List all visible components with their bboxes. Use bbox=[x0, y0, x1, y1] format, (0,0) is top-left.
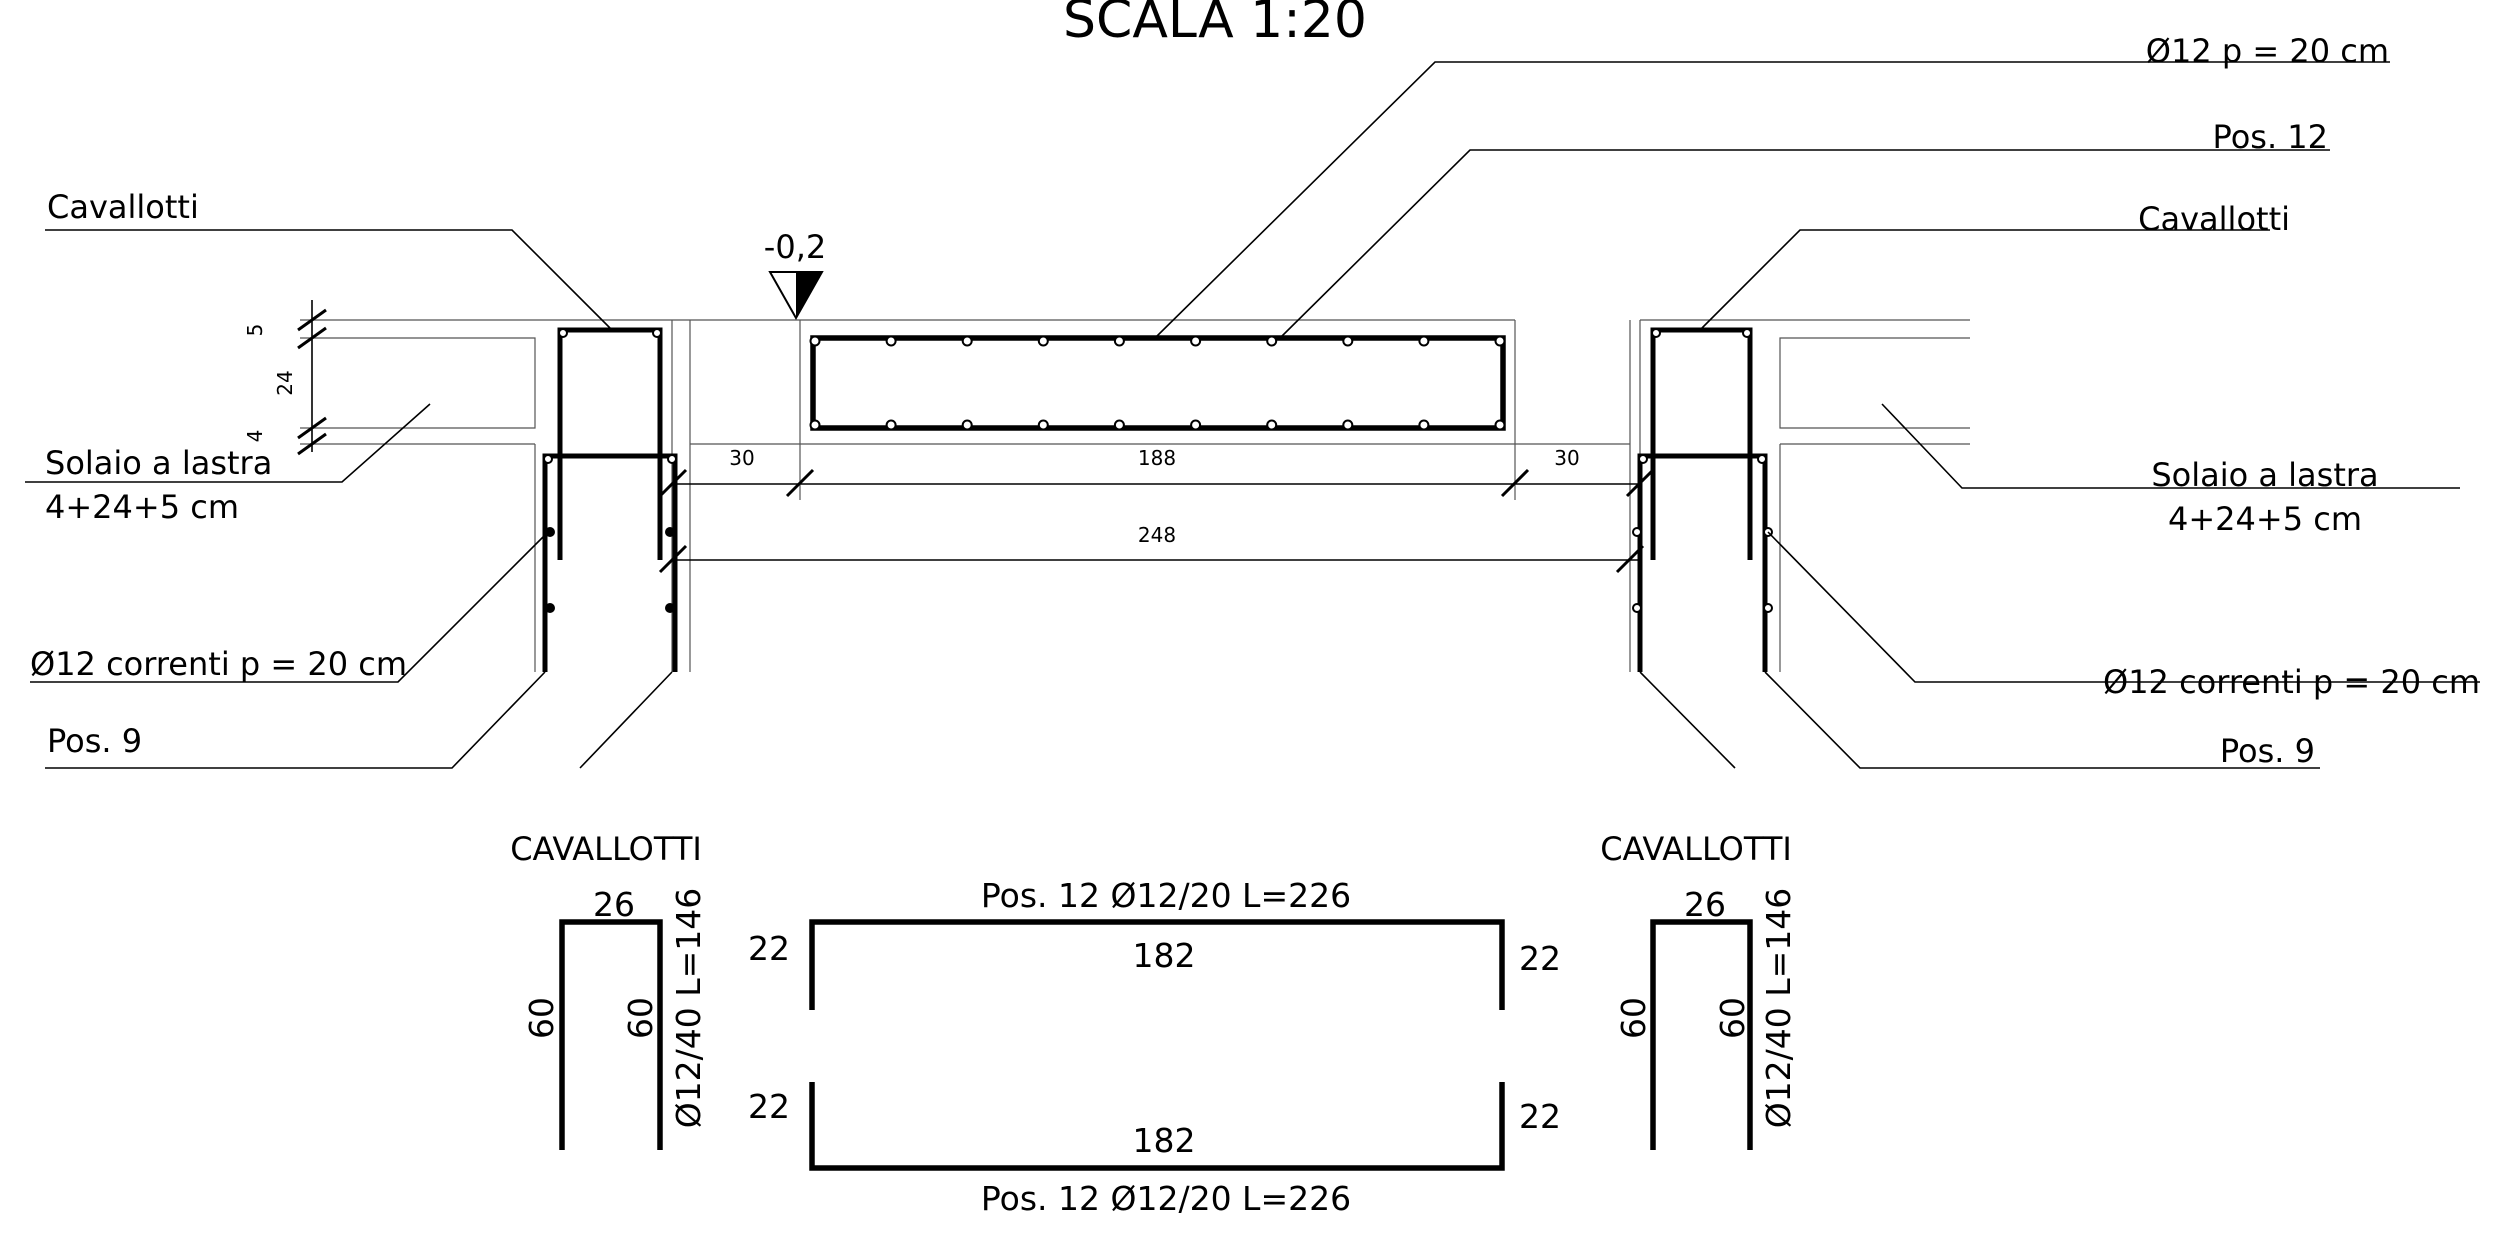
label-top-pos: Pos. 12 bbox=[2213, 118, 2328, 156]
label-cavallotti-right: Cavallotti bbox=[2138, 200, 2290, 238]
dim-slab-bottom: 4 bbox=[243, 430, 267, 443]
label-correnti-left: Ø12 correnti p = 20 cm bbox=[30, 645, 407, 683]
longitudinal-bar-bottom bbox=[885, 419, 897, 431]
schedule-cavallotti-left: CAVALLOTTI 26 60 60 Ø12/40 L=146 bbox=[510, 830, 708, 1150]
longitudinal-bar-bottom bbox=[1113, 419, 1125, 431]
drawing-title: SCALA 1:20 bbox=[1063, 0, 1367, 50]
longitudinal-bar-top bbox=[885, 335, 897, 347]
dim-beam-width: 188 bbox=[1138, 446, 1176, 470]
dim-slab-core: 24 bbox=[273, 370, 297, 395]
schedule-cav-left-spec: Ø12/40 L=146 bbox=[669, 888, 708, 1129]
longitudinal-bar-top bbox=[1037, 335, 1049, 347]
schedule-pos12-top-leg-r: 22 bbox=[1519, 939, 1561, 978]
longitudinal-bar-bottom bbox=[961, 419, 973, 431]
longitudinal-bar-bottom bbox=[1418, 419, 1430, 431]
longitudinal-bars-top bbox=[809, 335, 1506, 347]
schedule-pos12-top: Pos. 12 Ø12/20 L=226 182 22 22 bbox=[748, 876, 1561, 1010]
longitudinal-bar-top bbox=[1113, 335, 1125, 347]
schedule-pos12-top-leg-l: 22 bbox=[748, 929, 790, 968]
label-solaio-left-1: Solaio a lastra bbox=[45, 444, 272, 482]
longitudinal-bar-bottom bbox=[809, 419, 821, 431]
schedule-pos12-top-length: 182 bbox=[1133, 936, 1196, 975]
level-label: -0,2 bbox=[764, 228, 826, 266]
leader-lines bbox=[25, 61, 2480, 769]
label-solaio-left-2: 4+24+5 cm bbox=[45, 488, 239, 526]
schedule-cav-left-leg-r: 60 bbox=[621, 997, 660, 1039]
longitudinal-bar-bottom bbox=[1190, 419, 1202, 431]
longitudinal-bar-top bbox=[1190, 335, 1202, 347]
dim-slab-top: 5 bbox=[243, 324, 267, 337]
schedule-cav-right-leg-l: 60 bbox=[1614, 997, 1653, 1039]
longitudinal-bar-top bbox=[961, 335, 973, 347]
longitudinal-bar-top bbox=[1494, 335, 1506, 347]
longitudinal-bar-top bbox=[809, 335, 821, 347]
longitudinal-bar-top bbox=[1342, 335, 1354, 347]
longitudinal-bar-bottom bbox=[1342, 419, 1354, 431]
concrete-outline bbox=[330, 319, 1970, 672]
dim-total-width: 248 bbox=[1138, 523, 1176, 547]
schedule-pos12-bottom-leg-r: 22 bbox=[1519, 1097, 1561, 1136]
schedule-cav-right-top: 26 bbox=[1684, 885, 1726, 924]
horizontal-dimensions: 30 188 30 248 bbox=[658, 444, 1655, 574]
schedule-cavallotti-right: CAVALLOTTI 26 60 60 Ø12/40 L=146 bbox=[1600, 830, 1798, 1150]
longitudinal-bar-top bbox=[1266, 335, 1278, 347]
schedule-cav-right-title: CAVALLOTTI bbox=[1600, 830, 1792, 868]
longitudinal-bar-bottom bbox=[1266, 419, 1278, 431]
beam-reinforcement-cage bbox=[809, 335, 1506, 431]
label-solaio-right-2: 4+24+5 cm bbox=[2168, 500, 2362, 538]
label-pos9-right: Pos. 9 bbox=[2220, 732, 2315, 770]
longitudinal-bars-bottom bbox=[809, 419, 1506, 431]
longitudinal-bar-bottom bbox=[1494, 419, 1506, 431]
schedule-cav-left-title: CAVALLOTTI bbox=[510, 830, 702, 868]
schedule-cav-left-top: 26 bbox=[593, 885, 635, 924]
schedule-cav-right-spec: Ø12/40 L=146 bbox=[1759, 888, 1798, 1129]
schedule-pos12-bottom: 182 22 22 Pos. 12 Ø12/20 L=226 bbox=[748, 1082, 1561, 1218]
longitudinal-bar-top bbox=[1418, 335, 1430, 347]
label-pos9-left: Pos. 9 bbox=[47, 722, 142, 760]
left-cavallotto bbox=[542, 327, 678, 672]
slab-thickness-dimension: 5 24 4 bbox=[243, 300, 330, 456]
schedule-cav-left-leg-l: 60 bbox=[522, 997, 561, 1039]
schedule-pos12-top-label: Pos. 12 Ø12/20 L=226 bbox=[981, 876, 1351, 915]
level-marker: -0,2 bbox=[764, 228, 826, 321]
right-cavallotto bbox=[1632, 327, 1773, 672]
label-solaio-right-1: Solaio a lastra bbox=[2151, 456, 2378, 494]
dim-left-gap: 30 bbox=[729, 446, 754, 470]
longitudinal-bar-bottom bbox=[1037, 419, 1049, 431]
schedule-pos12-bottom-label: Pos. 12 Ø12/20 L=226 bbox=[981, 1179, 1351, 1218]
schedule-pos12-bottom-leg-l: 22 bbox=[748, 1087, 790, 1126]
label-cavallotti-left: Cavallotti bbox=[47, 188, 199, 226]
label-top-bar: Ø12 p = 20 cm bbox=[2146, 32, 2389, 70]
label-correnti-right: Ø12 correnti p = 20 cm bbox=[2103, 663, 2480, 701]
schedule-pos12-bottom-length: 182 bbox=[1133, 1121, 1196, 1160]
dim-right-gap: 30 bbox=[1554, 446, 1579, 470]
schedule-cav-right-leg-r: 60 bbox=[1713, 997, 1752, 1039]
